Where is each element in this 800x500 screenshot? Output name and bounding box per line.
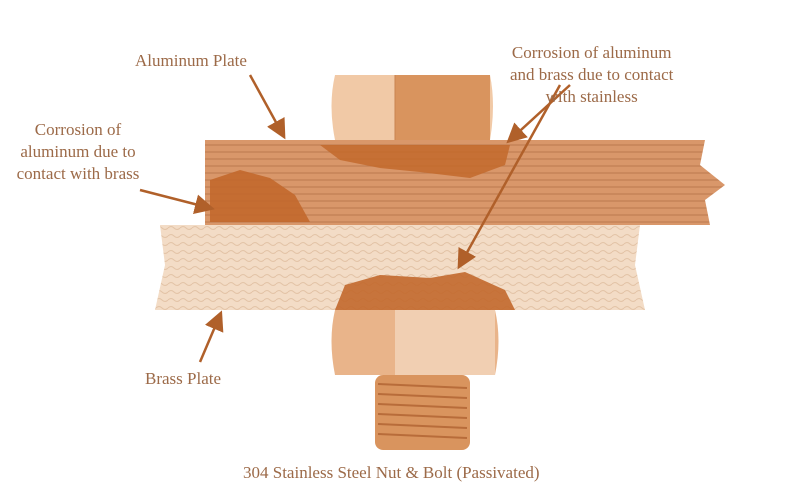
label-brass-plate: Brass Plate (145, 369, 222, 388)
label-line: contact with brass (16, 164, 140, 183)
label-corrosion-brass: Corrosion of aluminum due to contact wit… (0, 119, 168, 185)
label-line: and brass due to contact (510, 65, 674, 84)
corrosion-aluminum-brass (210, 170, 310, 222)
arrow-corrosion-stainless-top (506, 84, 571, 144)
label-line: aluminum due to (20, 142, 136, 161)
brass-plate (155, 225, 645, 310)
label-line: Corrosion of aluminum (511, 43, 672, 62)
nut (331, 310, 499, 375)
aluminum-plate (205, 140, 725, 225)
label-aluminum-plate: Aluminum Plate (135, 51, 247, 70)
corrosion-brass-stainless (335, 272, 515, 310)
corrosion-aluminum-stainless (320, 145, 510, 178)
bolt-head (331, 75, 493, 140)
arrow-corrosion-brass (139, 188, 215, 214)
arrow-corrosion-stainless-bottom (457, 84, 562, 270)
arrow-brass-plate (198, 310, 224, 363)
label-line: with stainless (545, 87, 638, 106)
label-bolt: 304 Stainless Steel Nut & Bolt (Passivat… (243, 463, 540, 482)
arrow-aluminum-plate (248, 74, 286, 140)
label-corrosion-stainless: Corrosion of aluminum and brass due to c… (510, 42, 673, 108)
bolt-thread (375, 375, 470, 450)
label-line: Corrosion of (34, 120, 122, 139)
